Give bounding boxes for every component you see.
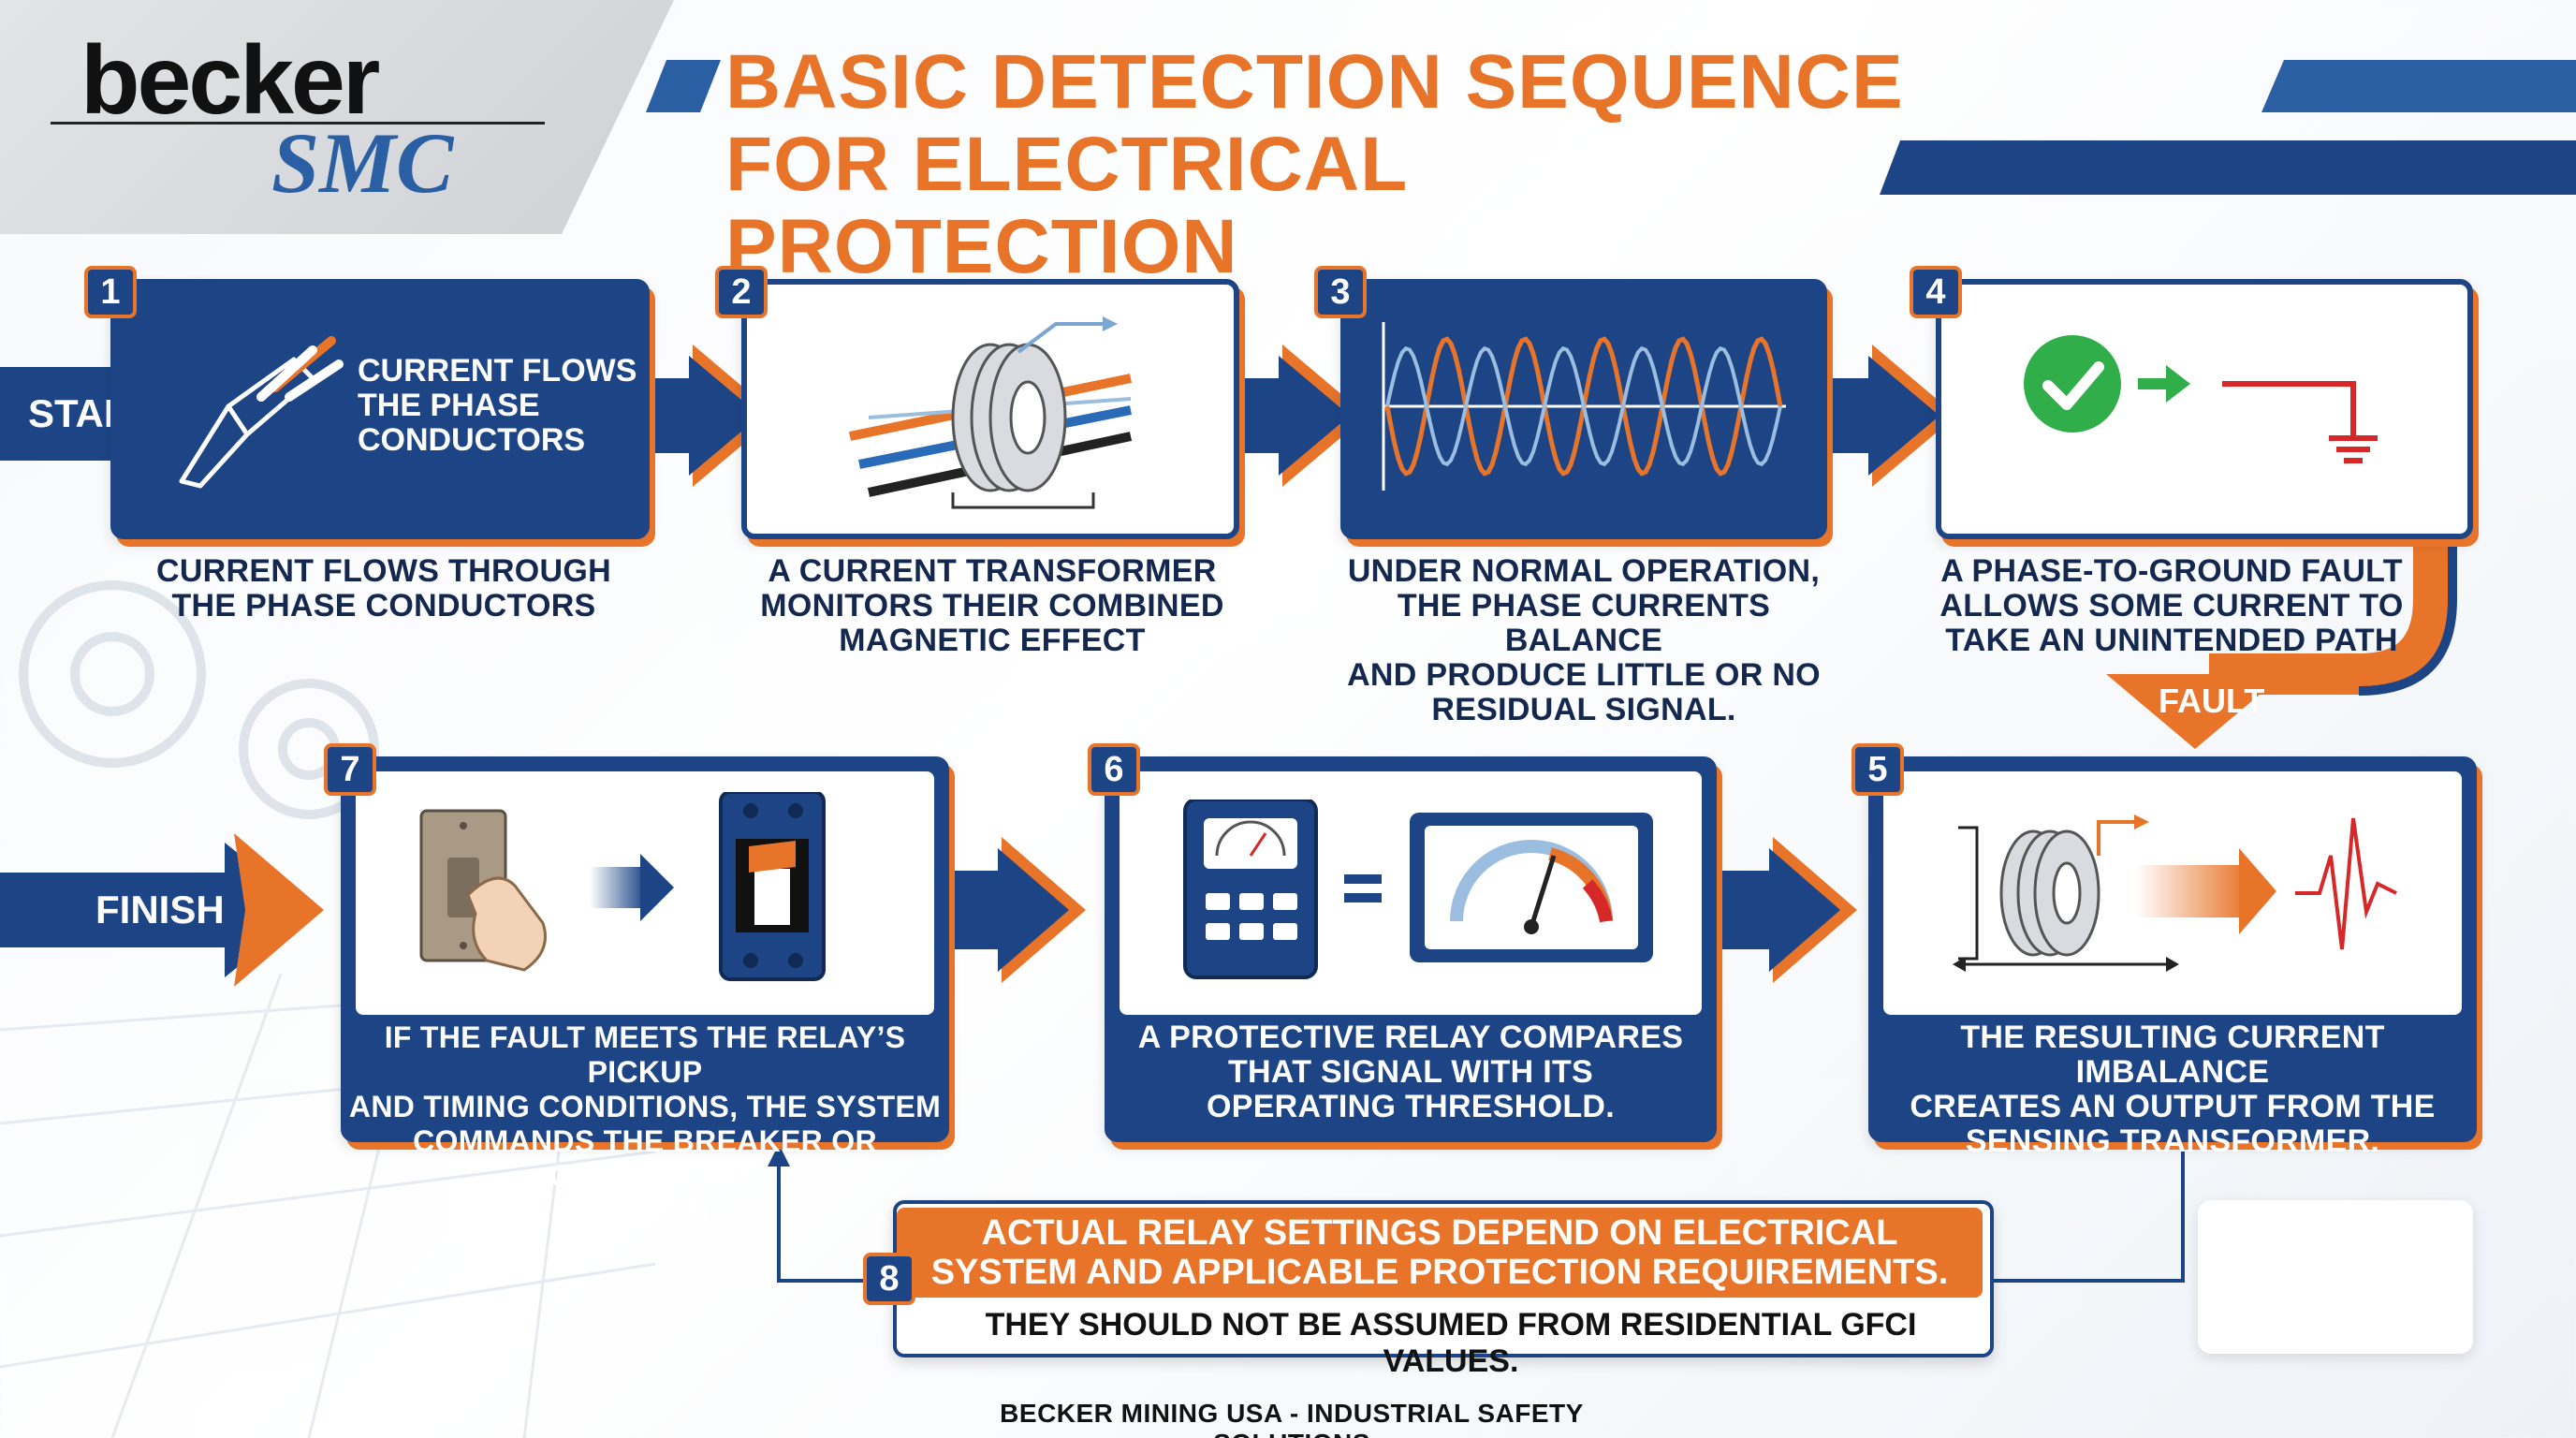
connector-arrow-2-3	[1236, 345, 1367, 487]
loop-connector	[777, 1142, 2185, 1283]
caption-line: CURRENT FLOWS THROUGH	[155, 553, 612, 589]
step-1-box-line: CURRENT FLOWS	[358, 353, 637, 389]
brand-logo-smc: SMC	[271, 115, 454, 211]
caption-line: A PROTECTIVE RELAY COMPARES	[1137, 1020, 1684, 1055]
finish-label: FINISH	[95, 888, 225, 932]
caption-line: THAT SIGNAL WITH ITS	[1227, 1054, 1594, 1090]
step-2-box	[741, 279, 1239, 539]
current-transformer-icon	[848, 316, 1133, 509]
fault-label: FAULT	[2159, 682, 2265, 720]
connector-arrow-3-4	[1825, 345, 1956, 487]
connector-arrow-1-2	[646, 345, 777, 487]
step-5-inner	[1883, 771, 2462, 1015]
step-4-box	[1936, 279, 2473, 539]
caption-line: TO OPEN.	[572, 1194, 718, 1227]
footer-text: BECKER MINING USA - INDUSTRIAL SAFETY SO…	[1000, 1399, 1584, 1438]
caption-line: TAKE AN UNINTENDED PATH	[1945, 623, 2398, 658]
hand-icon	[466, 876, 547, 972]
breaker-switch-icon	[419, 792, 826, 981]
step-6-inner	[1120, 771, 1702, 1015]
pulse-signal-icon	[2295, 817, 2397, 950]
caption-line: AND TIMING CONDITIONS, THE SYSTEM	[348, 1090, 942, 1123]
ground-fault-icon	[2024, 335, 2378, 463]
output-arrow-icon	[2239, 848, 2276, 934]
caption-line: OPERATING THRESHOLD.	[1206, 1089, 1616, 1124]
logo-divider	[51, 122, 545, 125]
step-2-caption: A CURRENT TRANSFORMER MONITORS THEIR COM…	[739, 554, 1245, 658]
caption-line: A CURRENT TRANSFORMER	[768, 553, 1217, 589]
step-4-caption: A PHASE-TO-GROUND FAULT ALLOWS SOME CURR…	[1928, 554, 2415, 658]
brand-logo-becker: becker	[80, 26, 380, 135]
caption-line: THE PHASE CURRENTS BALANCE	[1397, 588, 1771, 658]
caption-line: AND PRODUCE LITTLE OR NO	[1347, 657, 1821, 693]
step-1-box	[110, 279, 650, 539]
step-1-box-line: THE PHASE	[358, 388, 540, 423]
caption-line: UNDER NORMAL OPERATION,	[1347, 553, 1821, 589]
equals-icon	[1344, 874, 1382, 884]
header-stripe-right-top	[2261, 60, 2576, 112]
step-3-box	[1340, 279, 1827, 539]
step-6-badge: 6	[1088, 743, 1140, 796]
step-6-box	[1105, 756, 1717, 1142]
step-5-box	[1868, 756, 2477, 1142]
caption-line: RESIDUAL SIGNAL.	[1431, 692, 1736, 727]
finish-arrow	[0, 833, 324, 987]
logo-panel	[0, 0, 674, 234]
connector-arrow-6-5	[1717, 837, 1857, 983]
step-2-badge: 2	[715, 266, 768, 318]
caption-line: ALLOWS SOME CURRENT TO	[1939, 588, 2404, 624]
arrow-right-icon	[640, 854, 674, 921]
connector-arrow-7-6	[945, 837, 1086, 983]
caption-line: SENSING TRANSFORMER.	[1965, 1123, 2380, 1159]
balanced-waveforms-icon	[1382, 322, 1786, 491]
step-8-note-highlight: ACTUAL RELAY SETTINGS DEPEND ON ELECTRIC…	[897, 1208, 1983, 1298]
page-title: BASIC DETECTION SEQUENCE FOR ELECTRICAL …	[725, 41, 1905, 288]
step-7-box	[341, 756, 949, 1142]
note-line: SYSTEM AND APPLICABLE PROTECTION REQUIRE…	[930, 1253, 1949, 1292]
step-1-box-line: CONDUCTORS	[358, 422, 586, 458]
loop-arrowhead	[768, 1144, 790, 1167]
step-8-badge: 8	[863, 1253, 915, 1305]
title-line-2: FOR ELECTRICAL PROTECTION	[725, 122, 1407, 289]
step-7-badge: 7	[324, 743, 376, 796]
step-3-caption: UNDER NORMAL OPERATION, THE PHASE CURREN…	[1322, 554, 1846, 727]
step-4-badge: 4	[1910, 266, 1962, 318]
sensing-transformer-output-icon	[1953, 814, 2397, 972]
step-1-badge: 1	[84, 266, 137, 318]
title-line-1: BASIC DETECTION SEQUENCE	[725, 39, 1904, 125]
caption-line: CREATES AN OUTPUT FROM THE	[1910, 1089, 2436, 1124]
blank-card	[2198, 1200, 2473, 1354]
step-7-inner	[356, 771, 934, 1015]
note-line: ACTUAL RELAY SETTINGS DEPEND ON ELECTRIC…	[981, 1213, 1898, 1253]
step-8-note-subtext: THEY SHOULD NOT BE ASSUMED FROM RESIDENT…	[985, 1307, 1917, 1379]
cable-conductors-icon	[179, 336, 344, 489]
step-1-caption: CURRENT FLOWS THROUGH THE PHASE CONDUCTO…	[131, 554, 637, 624]
caption-line: THE PHASE CONDUCTORS	[171, 588, 596, 624]
step-5-badge: 5	[1852, 743, 1904, 796]
relay-meter-icon	[1183, 800, 1653, 979]
caption-line: THE RESULTING CURRENT IMBALANCE	[1960, 1020, 2385, 1090]
caption-line: MONITORS THEIR COMBINED	[760, 588, 1224, 624]
step-1-box-text: CURRENT FLOWS THE PHASE CONDUCTORS	[358, 354, 637, 458]
step-3-badge: 3	[1314, 266, 1367, 318]
step-7-caption: IF THE FAULT MEETS THE RELAY’S PICKUP AN…	[343, 1020, 947, 1228]
caption-line: MAGNETIC EFFECT	[839, 623, 1146, 658]
step-5-caption: THE RESULTING CURRENT IMBALANCE CREATES …	[1872, 1020, 2473, 1159]
step-6-caption: A PROTECTIVE RELAY COMPARES THAT SIGNAL …	[1108, 1020, 1713, 1124]
caption-line: COMMANDS THE BREAKER OR CONTACTOR	[413, 1124, 877, 1193]
header-stripe-right-bottom	[1880, 140, 2576, 195]
header-stripe-left	[646, 60, 721, 112]
arrow-right-icon	[2166, 365, 2190, 403]
caption-line: A PHASE-TO-GROUND FAULT	[1940, 553, 2403, 589]
check-icon	[2024, 335, 2121, 433]
fault-down-arrow	[2106, 524, 2457, 749]
caption-line: IF THE FAULT MEETS THE RELAY’S PICKUP	[384, 1020, 906, 1089]
